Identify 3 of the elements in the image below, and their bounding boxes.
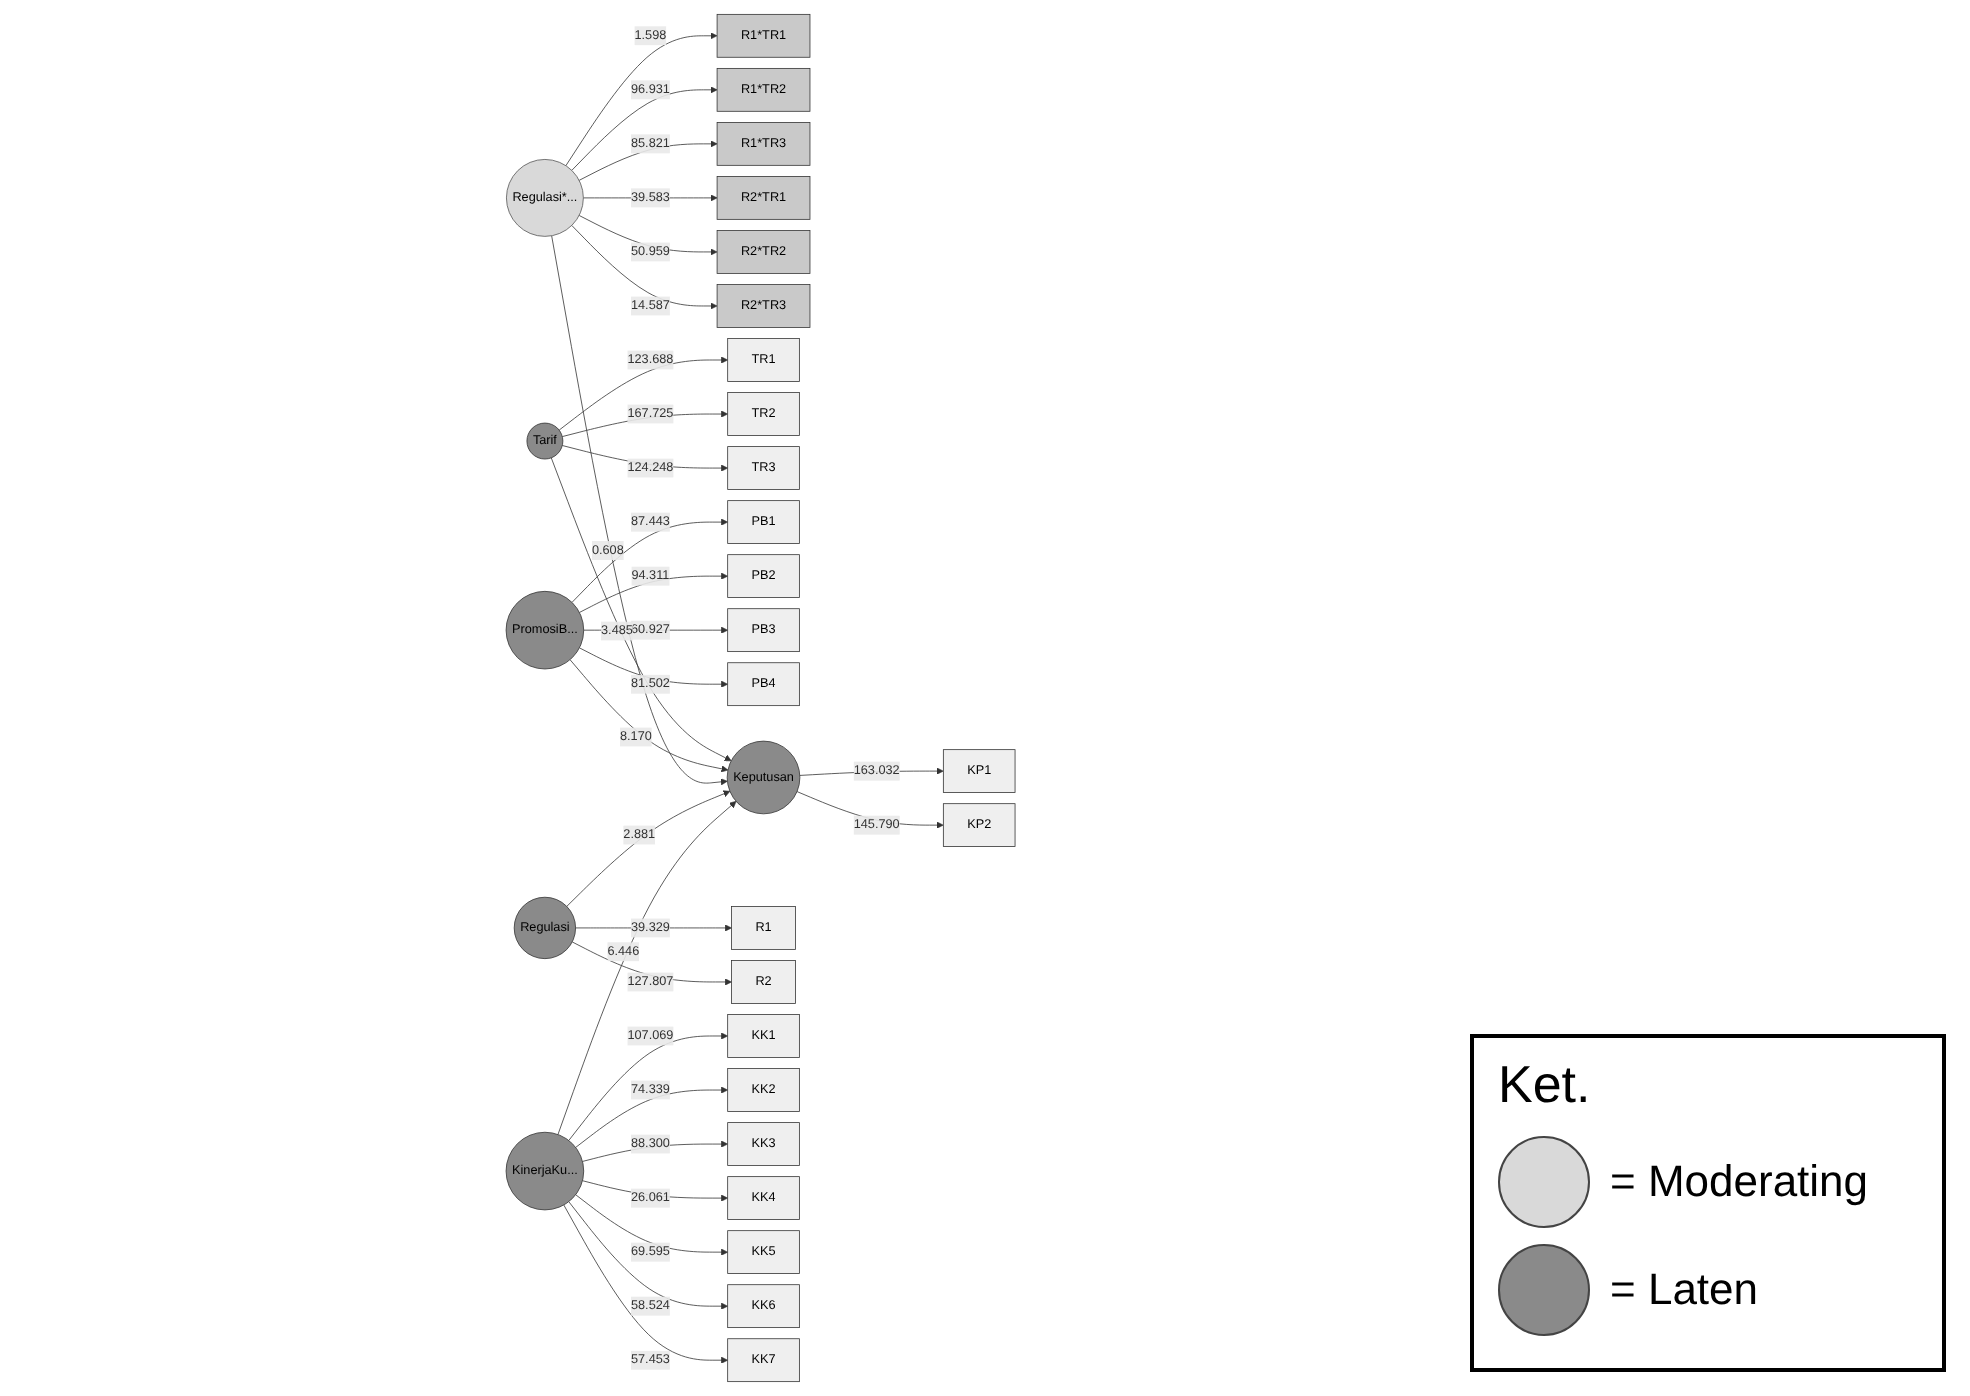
legend-text: = Moderating bbox=[1610, 1156, 1869, 1208]
legend-title: Ket. bbox=[1498, 1054, 1593, 1116]
legend-text: = Laten bbox=[1610, 1264, 1759, 1316]
